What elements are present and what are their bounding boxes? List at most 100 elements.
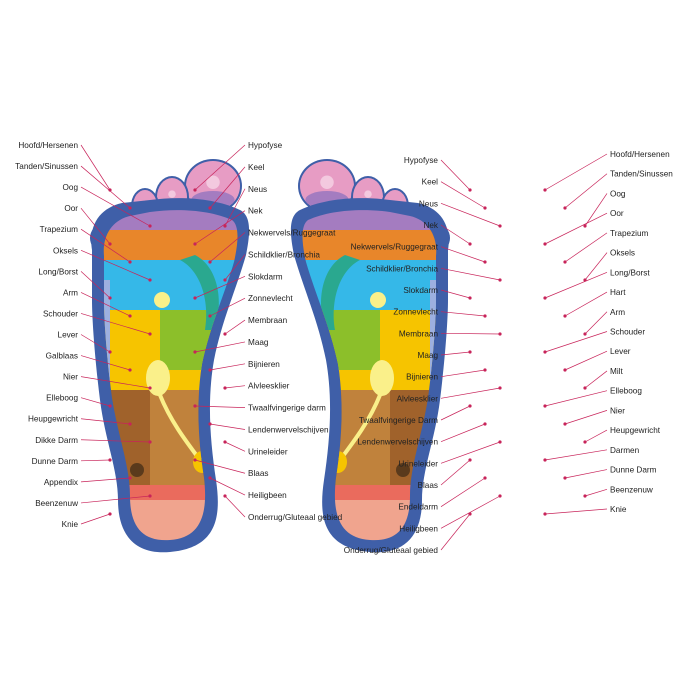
zone-label: Nekwervels/Ruggegraat (248, 229, 336, 238)
leader-dot (563, 314, 567, 318)
leader-dot (108, 296, 112, 300)
leader-line (440, 351, 471, 356)
leader-line (80, 459, 111, 462)
leader-line (80, 513, 111, 525)
leader-line (80, 207, 111, 245)
leader-dot (563, 206, 567, 210)
leader-line (80, 355, 131, 371)
leader-dot (498, 494, 502, 498)
zone-labels: Hoofd/HersenenTanden/SinussenOogOorTrape… (15, 141, 673, 555)
zone-label: Keel (422, 178, 439, 187)
appendix (396, 463, 410, 477)
leader-line (80, 249, 151, 281)
leader-dot (148, 278, 152, 282)
leader-dot (498, 278, 502, 282)
leader-line (209, 297, 246, 317)
leader-dot (483, 314, 487, 318)
zone-label: Heupgewricht (610, 426, 661, 435)
leader-line (440, 459, 471, 486)
leader-dot (583, 332, 587, 336)
stomach-zone (160, 310, 238, 370)
leader-dot (583, 386, 587, 390)
leader-dot (543, 512, 547, 516)
leader-line (440, 332, 501, 335)
leader-dot (108, 242, 112, 246)
leader-line (440, 441, 501, 464)
leader-line (80, 165, 131, 209)
leader-dot (148, 494, 152, 498)
leader-line (224, 254, 246, 281)
leader-line (80, 313, 151, 335)
zone-label: Dunne Darm (610, 466, 657, 475)
zone-label: Schildklier/Bronchia (366, 264, 438, 273)
solar-plexus (370, 292, 386, 308)
leader-line (544, 153, 608, 191)
leader-line (440, 181, 486, 209)
zone-label: Oog (610, 189, 626, 198)
leader-line (440, 495, 501, 529)
zone-label: Twaalfvingerige darm (248, 404, 326, 413)
leader-line (80, 495, 151, 504)
leader-line (440, 369, 486, 378)
kidney (146, 360, 170, 396)
zone-label: Zonnevlecht (248, 294, 293, 303)
leader-line (209, 477, 246, 496)
leader-dot (483, 368, 487, 372)
zone-label: Schouder (610, 328, 645, 337)
leader-dot (583, 494, 587, 498)
leader-dot (148, 332, 152, 336)
leader-dot (208, 260, 212, 264)
zone-label: Slokdarm (248, 272, 283, 281)
thyroid-zone (321, 255, 360, 330)
solar-plexus (154, 292, 170, 308)
leader-line (584, 252, 608, 281)
leader-line (440, 246, 486, 263)
zone-label: Beenzenuw (610, 485, 653, 494)
zone-label: Hoofd/Hersenen (18, 141, 78, 150)
leader-dot (208, 314, 212, 318)
leader-dot (148, 440, 152, 444)
leader-line (80, 144, 111, 191)
leader-dot (468, 242, 472, 246)
leader-dot (468, 512, 472, 516)
leader-dot (108, 350, 112, 354)
leader-dot (128, 368, 132, 372)
zone-label: Heiligbeen (248, 491, 287, 500)
zone-label: Endeldarm (398, 503, 438, 512)
leader-line (544, 508, 608, 515)
zone-label: Blaas (248, 469, 268, 478)
leader-line (209, 232, 246, 263)
leader-line (440, 224, 471, 245)
zone-label: Onderrug/Gluteaal gebied (344, 546, 439, 555)
leader-dot (148, 224, 152, 228)
leader-line (564, 232, 608, 263)
zone-label: Heiligbeen (399, 524, 438, 533)
right-foot-illustration (290, 159, 450, 553)
leader-line (440, 513, 471, 551)
zone-label: Onderrug/Gluteaal gebied (248, 513, 343, 522)
leader-dot (498, 332, 502, 336)
leader-line (224, 495, 246, 518)
leader-dot (108, 404, 112, 408)
zone-label: Maag (248, 338, 269, 347)
zone-label: Dikke Darm (35, 436, 78, 445)
zone-label: Schildklier/Bronchia (248, 250, 320, 259)
zone-label: Hypofyse (248, 141, 283, 150)
leader-dot (563, 422, 567, 426)
leader-dot (498, 224, 502, 228)
leader-line (544, 212, 608, 245)
leader-dot (563, 260, 567, 264)
leader-dot (483, 206, 487, 210)
leader-dot (223, 278, 227, 282)
leader-line (80, 376, 151, 389)
leader-dot (543, 404, 547, 408)
leader-line (194, 144, 246, 191)
zone-label: Hart (610, 288, 626, 297)
leader-line (544, 272, 608, 299)
leader-dot (223, 440, 227, 444)
zone-label: Oksels (53, 246, 78, 255)
zone-label: Lendenwervelschijven (248, 425, 329, 434)
leader-dot (148, 386, 152, 390)
zone-label: Trapezium (610, 229, 649, 238)
